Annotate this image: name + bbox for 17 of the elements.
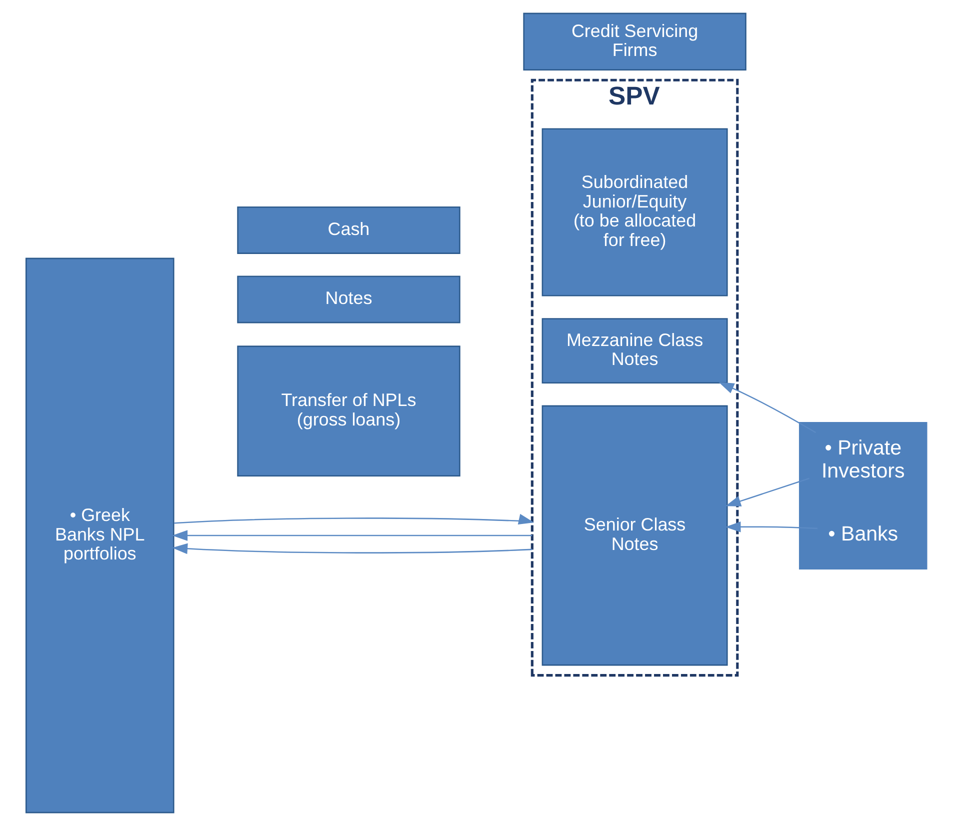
arrow (172, 543, 532, 554)
node-box: Credit Servicing Firms (522, 12, 746, 71)
node-box: Subordinated Junior/Equity (to be allocated for free) (541, 128, 728, 296)
node-box: • Greek Banks NPL portfolios (24, 258, 174, 814)
node-box: Senior Class Notes (541, 405, 728, 666)
arrow (172, 530, 532, 541)
node-box: Cash (236, 206, 460, 254)
node-box: Mezzanine Class Notes (541, 318, 728, 384)
node-box: Transfer of NPLs (gross loans) (236, 346, 460, 476)
arrow (724, 478, 809, 506)
arrow (718, 382, 816, 434)
node-text: • Private Investors (820, 436, 904, 483)
arrow (174, 514, 534, 524)
node-box: Notes (236, 276, 460, 324)
arrow (724, 521, 817, 532)
node-text: • Banks (828, 522, 898, 546)
cluster (798, 422, 927, 570)
